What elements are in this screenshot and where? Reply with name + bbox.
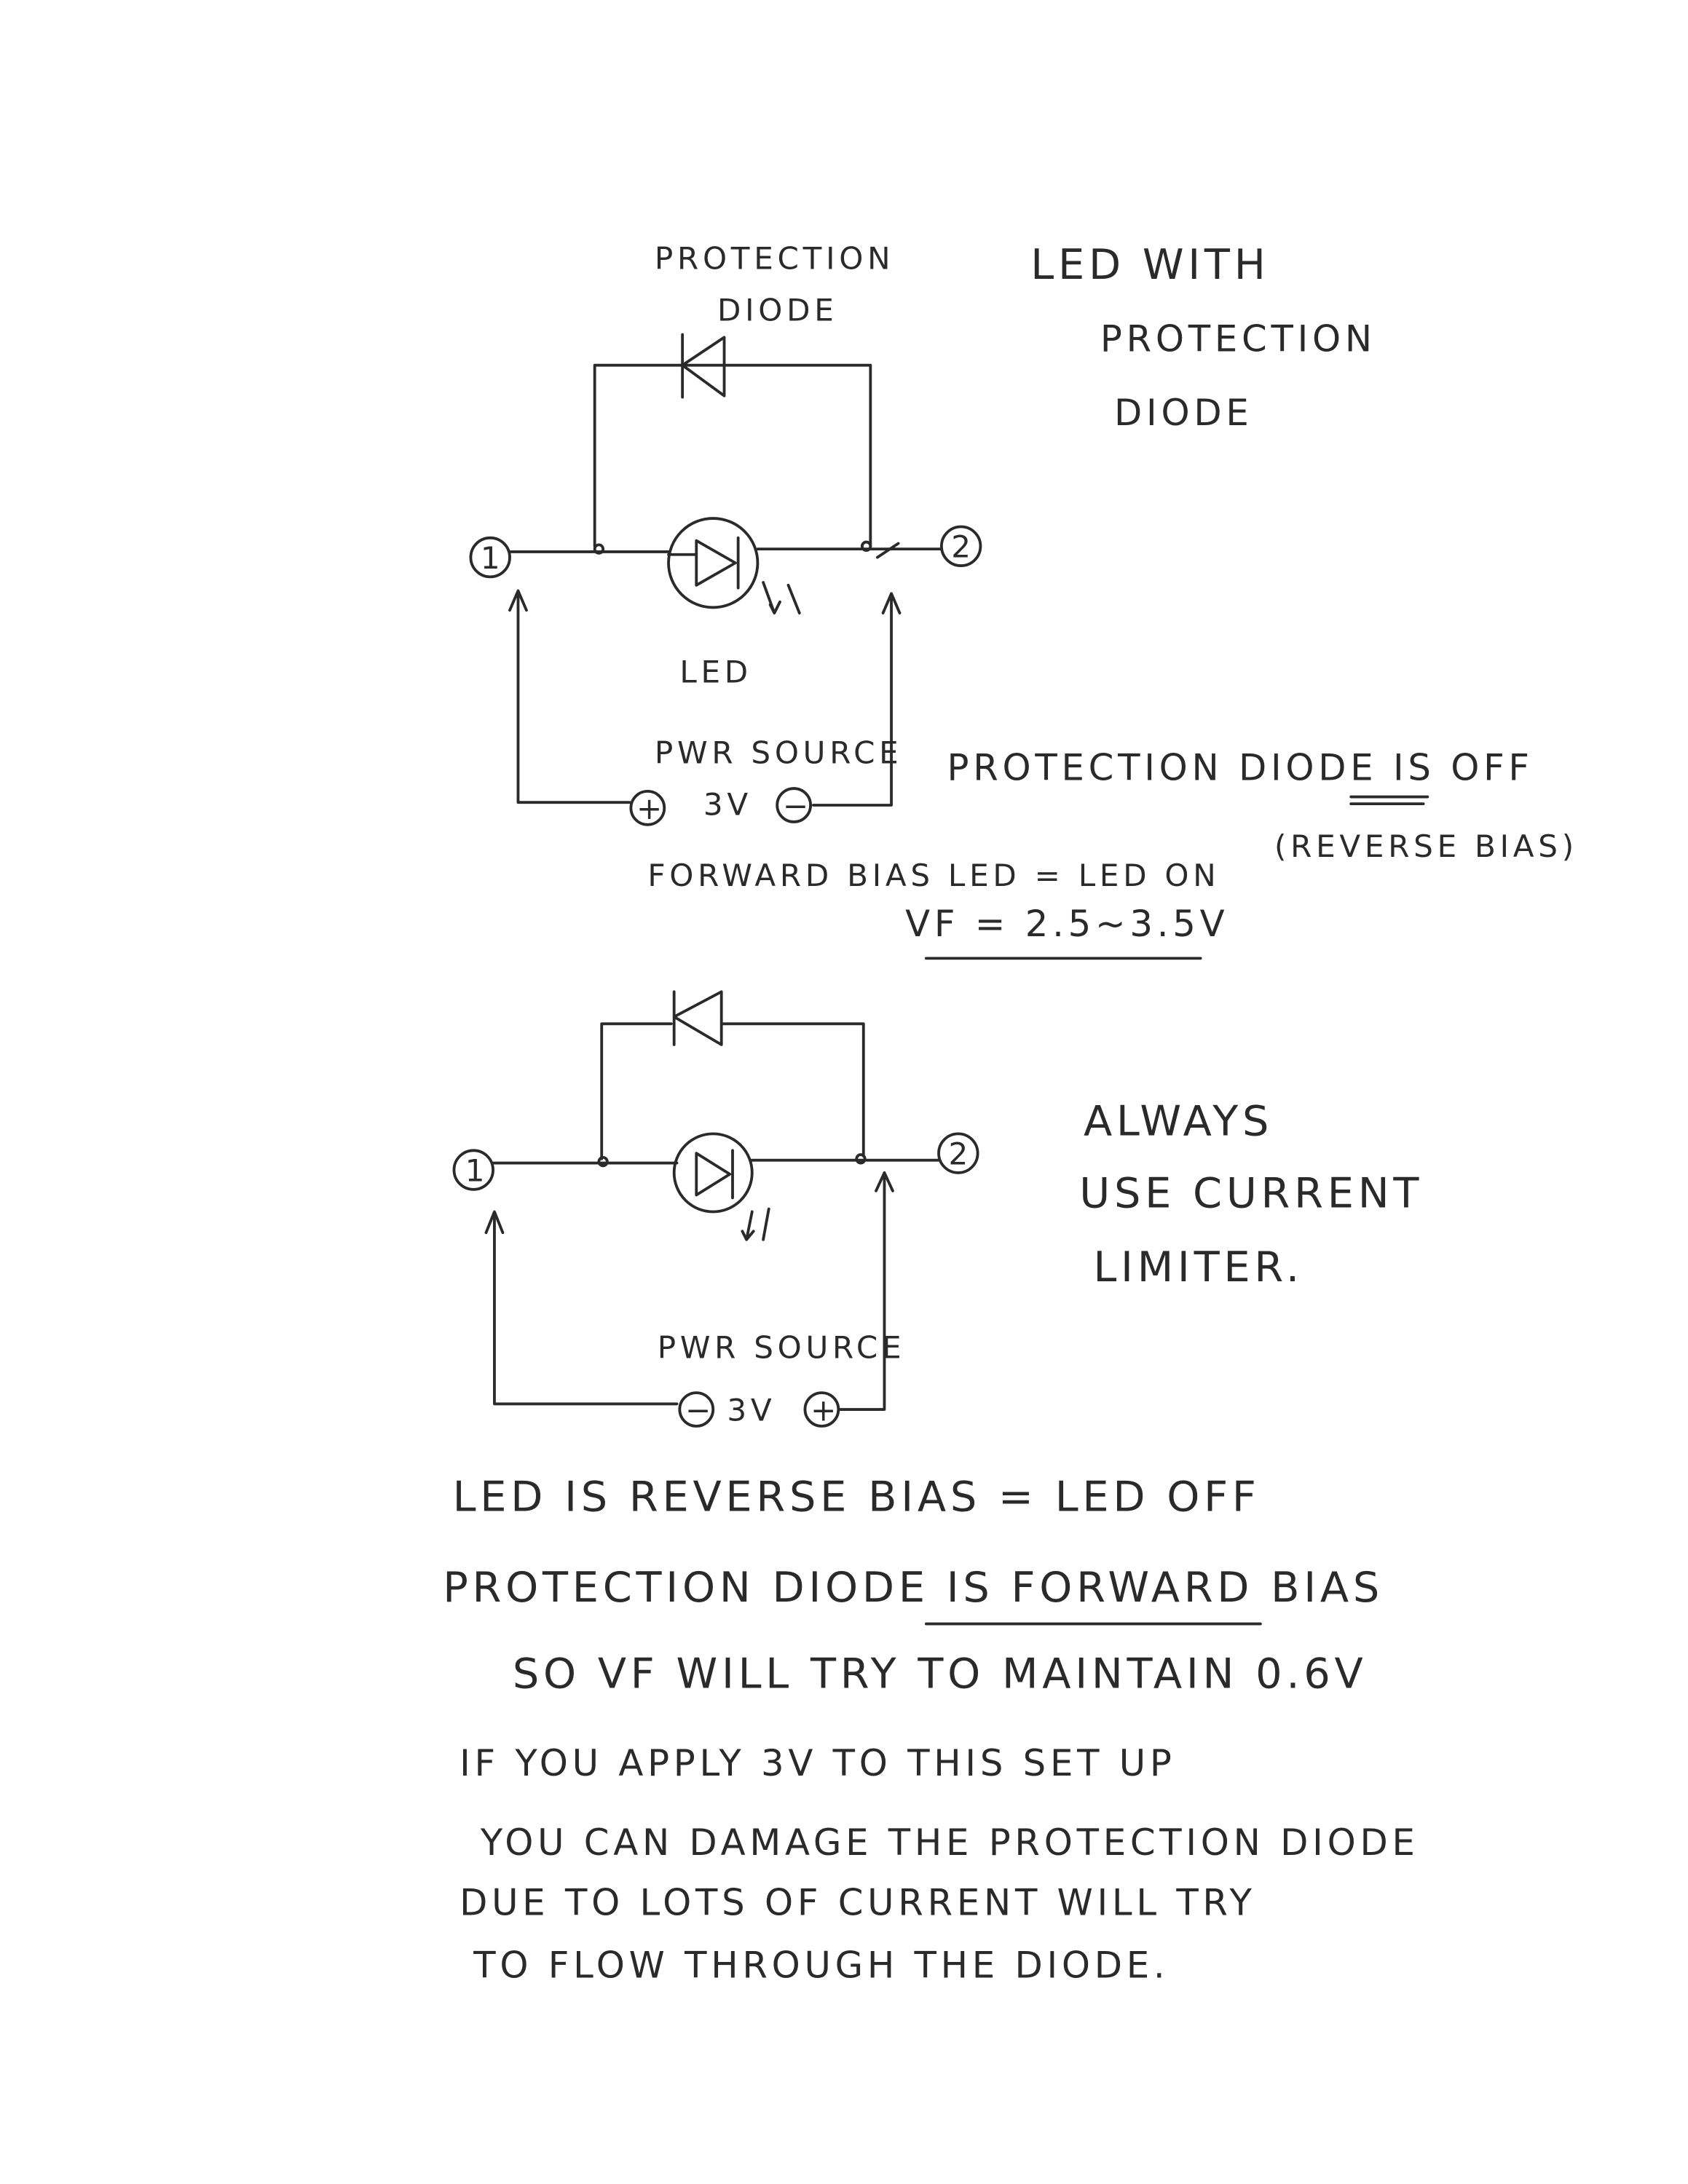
plus-label: + xyxy=(636,791,666,826)
led-icon xyxy=(672,1132,770,1241)
bypass-wire xyxy=(600,1022,865,1160)
source-wire xyxy=(493,1171,886,1411)
title: LED WITH PROTECTION DIODE xyxy=(1030,240,1376,434)
node-2-label: 2 xyxy=(951,529,975,565)
power-source-label: PWR SOURCE xyxy=(655,735,903,771)
junction xyxy=(855,1153,867,1165)
junction xyxy=(597,1155,609,1168)
plus-terminal xyxy=(629,789,666,826)
note-line: PROTECTION DIODE IS FORWARD BIAS xyxy=(443,1563,1384,1612)
main-wire xyxy=(492,1158,940,1165)
side-note-line: USE CURRENT xyxy=(1079,1169,1423,1218)
forward-bias-note: FORWARD BIAS LED = LED ON xyxy=(647,858,1220,893)
voltage-label: 3V xyxy=(703,786,752,822)
node-2 xyxy=(937,1132,979,1174)
note-line: DUE TO LOTS OF CURRENT WILL TRY xyxy=(460,1881,1256,1923)
node-1-label: 1 xyxy=(465,1152,489,1188)
underline xyxy=(1349,795,1429,806)
title-line: PROTECTION xyxy=(1100,318,1376,360)
reverse-bias-note: (REVERSE BIAS) xyxy=(1274,828,1578,864)
note-line: TO FLOW THROUGH THE DIODE. xyxy=(473,1944,1169,1986)
side-note-line: ALWAYS xyxy=(1084,1096,1273,1145)
plus-terminal xyxy=(803,1391,840,1428)
protection-diode-label: PROTECTION xyxy=(655,241,894,277)
side-note-line: LIMITER. xyxy=(1093,1243,1304,1291)
circuit-1: PROTECTION DIODE 1 2 LED PWR SOURCE + 3V… xyxy=(469,241,1578,960)
source-wire xyxy=(516,590,893,807)
led-label: LED xyxy=(679,654,752,690)
note-line: LED IS REVERSE BIAS = LED OFF xyxy=(453,1473,1261,1522)
protection-diode-icon xyxy=(678,333,726,399)
note-line: YOU CAN DAMAGE THE PROTECTION DIODE xyxy=(480,1821,1419,1864)
voltage-label: 3V xyxy=(727,1392,776,1428)
junction xyxy=(593,543,605,555)
minus-label: − xyxy=(783,788,813,823)
note-line: SO VF WILL TRY TO MAINTAIN 0.6V xyxy=(513,1650,1368,1698)
title-line: DIODE xyxy=(1114,392,1253,434)
power-source-label: PWR SOURCE xyxy=(658,1329,906,1365)
node-2 xyxy=(939,525,982,567)
minus-terminal xyxy=(776,787,813,823)
bypass-wire xyxy=(593,363,872,548)
node-2-label: 2 xyxy=(948,1136,972,1171)
junction xyxy=(860,540,872,552)
current-arrow-icon xyxy=(508,542,902,614)
led-icon xyxy=(667,517,801,614)
note-line: IF YOU APPLY 3V TO THIS SET UP xyxy=(460,1742,1175,1784)
node-1 xyxy=(452,1149,494,1191)
protection-off-note: PROTECTION DIODE IS OFF xyxy=(947,747,1534,789)
current-arrow-icon xyxy=(484,1171,894,1235)
node-1 xyxy=(469,536,511,579)
minus-terminal xyxy=(678,1391,715,1428)
protection-diode-label: DIODE xyxy=(717,292,838,328)
protection-diode-icon xyxy=(672,990,723,1046)
notes: LED IS REVERSE BIAS = LED OFF PROTECTION… xyxy=(443,1473,1419,1987)
plus-label: + xyxy=(811,1392,840,1428)
circuit-2: 1 2 PWR SOURCE − 3V + ALWAYS USE CURRENT… xyxy=(452,990,1423,1428)
main-wire xyxy=(508,547,943,553)
node-1-label: 1 xyxy=(481,540,505,576)
title-line: LED WITH xyxy=(1030,240,1269,289)
minus-label: − xyxy=(685,1392,715,1428)
vf-note: VF = 2.5~3.5V xyxy=(905,903,1228,945)
